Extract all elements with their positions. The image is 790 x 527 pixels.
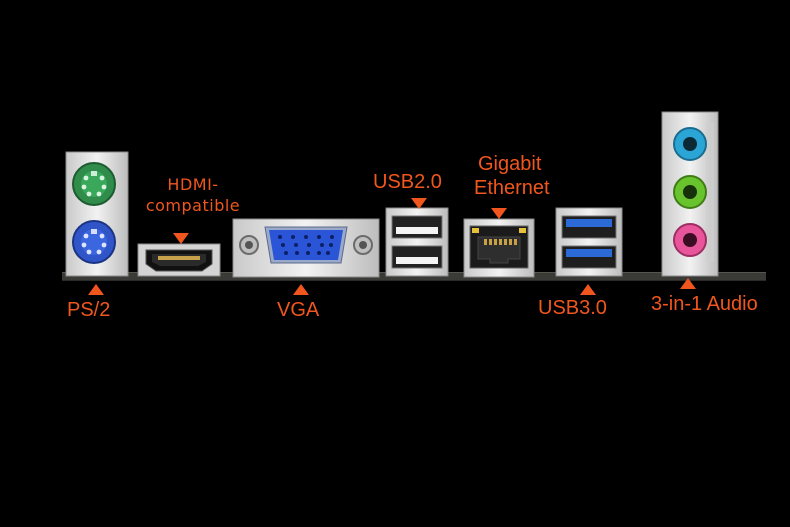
vga-port <box>232 218 380 278</box>
ethernet-arrow <box>491 208 507 219</box>
ethernet-label-line2: Ethernet <box>474 177 550 199</box>
hdmi-port <box>137 243 221 277</box>
usb2-label: USB2.0 <box>373 171 442 193</box>
usb3-port-stack <box>555 207 623 277</box>
audio-arrow <box>680 278 696 289</box>
hdmi-label: HDMI- compatible <box>140 174 246 216</box>
usb3-arrow <box>580 284 596 295</box>
hdmi-arrow <box>173 233 189 244</box>
audio-jacks <box>661 111 719 277</box>
hdmi-label-line1: HDMI- <box>167 175 219 194</box>
ps2-port <box>65 151 129 277</box>
ethernet-label: Gigabit Ethernet <box>474 152 550 200</box>
usb3-label: USB3.0 <box>538 297 607 319</box>
ethernet-port <box>463 218 535 278</box>
ps2-arrow <box>88 284 104 295</box>
usb2-arrow <box>411 198 427 209</box>
ethernet-label-line1: Gigabit <box>478 153 542 175</box>
vga-label: VGA <box>277 299 320 321</box>
hdmi-label-line2: compatible <box>145 196 241 215</box>
vga-arrow <box>293 284 309 295</box>
usb2-port-stack <box>385 207 449 277</box>
ps2-label: PS/2 <box>67 299 111 321</box>
audio-label: 3-in-1 Audio <box>651 293 758 315</box>
